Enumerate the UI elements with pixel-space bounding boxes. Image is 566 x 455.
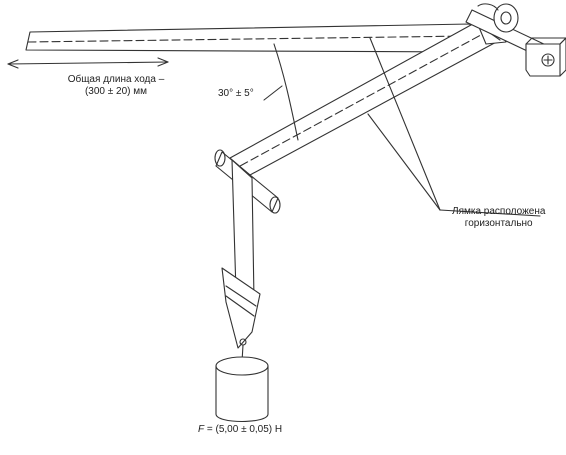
force-label: F = (5,00 ± 0,05) Н [198,424,282,436]
stroke-length-arrow [7,57,169,69]
stroke-length-label: Общая длина хода – (300 ± 20) мм [67,74,165,97]
horizontal-strap [25,23,473,53]
test-weight [215,356,269,422]
strap-note-leaders [367,37,541,217]
force-symbol: F [198,424,205,435]
angle-label: 30° ± 5° [218,88,254,99]
angle-arc [263,43,299,141]
bearing-block [525,37,566,77]
strap-note-label: Лямка расположена горизонтально [452,206,546,229]
force-value: = (5,00 ± 0,05) Н [204,424,283,435]
